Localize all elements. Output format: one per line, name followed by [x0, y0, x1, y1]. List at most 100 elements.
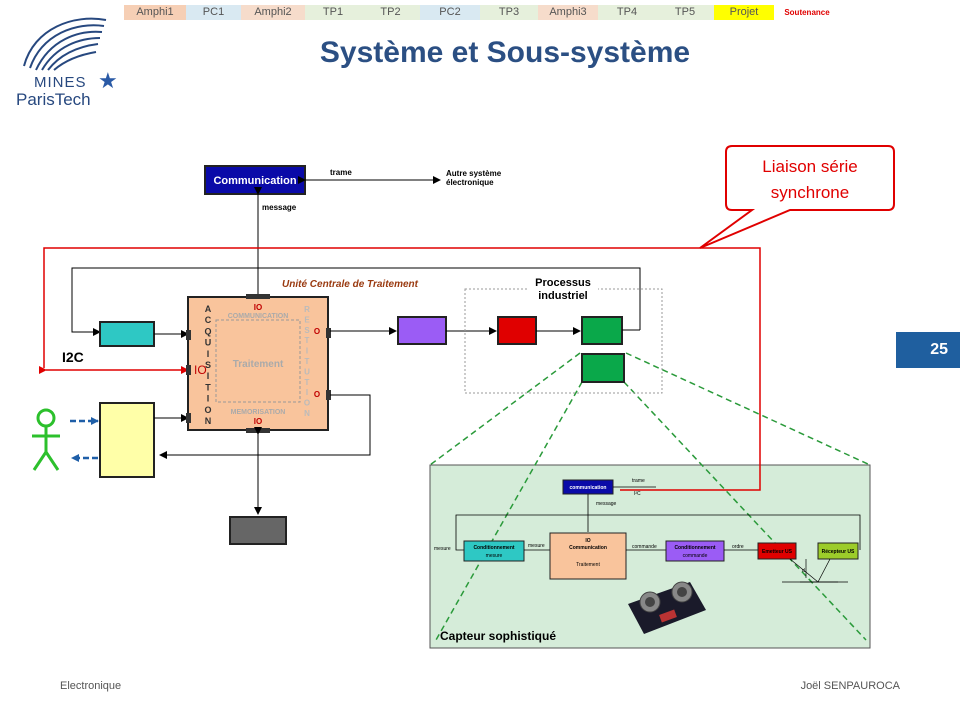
- tab-amphi2[interactable]: Amphi2: [241, 5, 305, 20]
- callout-line-2: synchrone: [771, 183, 849, 202]
- logo-paristech-text: ParisTech: [16, 90, 91, 109]
- uct-io-top: IO: [254, 303, 262, 312]
- autre-systeme-label-2: électronique: [446, 178, 494, 187]
- i2c-label: I2C: [62, 349, 84, 365]
- callout-bubble: [699, 145, 895, 249]
- page-title: Système et Sous-système: [319, 36, 691, 69]
- uct-communication: COMMUNICATION: [228, 313, 289, 320]
- acquisition-letter: I: [207, 371, 210, 381]
- tab-tp3[interactable]: TP3: [480, 5, 538, 20]
- page-number-badge: 25: [896, 332, 960, 368]
- inset-recepteur-block: [817, 542, 859, 560]
- inset-recepteur: Récepteur US: [822, 549, 855, 555]
- communication-label: Communication: [213, 175, 296, 187]
- processus-box: [464, 288, 663, 394]
- footer-right: Joël SENPAUROCA: [800, 680, 900, 692]
- inset-d: d: [802, 568, 805, 574]
- actuator-block: [397, 316, 447, 345]
- tab-projet[interactable]: Projet: [714, 5, 774, 20]
- tab-pc2[interactable]: PC2: [420, 5, 480, 20]
- acquisition-letter: U: [205, 338, 212, 348]
- inset-cond-mesure-block: [463, 540, 525, 562]
- acquisition-letter: I: [207, 349, 210, 359]
- uct-label: Unité Centrale de Traitement: [282, 279, 419, 290]
- logo-mines-text: MINES: [34, 74, 87, 91]
- nav-tabs: Amphi1 PC1 Amphi2 TP1 TP2 PC2 TP3 Amphi3…: [124, 5, 840, 20]
- ultrasonic-sensor-photo: [628, 581, 706, 634]
- tab-tp4[interactable]: TP4: [598, 5, 656, 20]
- hmi-block: [99, 402, 155, 478]
- inset-message: message: [596, 501, 617, 507]
- restitution-letter: T: [305, 357, 310, 366]
- acquisition-letter: O: [204, 405, 211, 415]
- uct-io-left: IO: [194, 363, 207, 377]
- inset-mesure2: mesure: [528, 543, 545, 549]
- restitution-letter: R: [304, 305, 310, 314]
- tab-soutenance[interactable]: Soutenance: [774, 5, 840, 20]
- inset-emetteur: Emetteur US: [762, 549, 793, 555]
- i2c-link-line: [620, 247, 761, 491]
- restitution-letter: E: [304, 315, 310, 324]
- acquisition-letter: T: [205, 382, 211, 392]
- tab-pc1[interactable]: PC1: [186, 5, 241, 20]
- logo-swoosh-icon: [23, 17, 107, 71]
- callout-line-1: Liaison série: [762, 157, 857, 176]
- footer-left: Electronique: [60, 680, 122, 692]
- restitution-letter: U: [304, 367, 310, 376]
- inset-cond-mesure-2: mesure: [486, 553, 503, 559]
- tab-tp2[interactable]: TP2: [361, 5, 420, 20]
- uct-memorisation: MEMORISATION: [231, 409, 286, 416]
- acquisition-letter: C: [205, 315, 212, 325]
- star-icon: ★: [98, 68, 118, 93]
- acquisition-letter: N: [205, 416, 212, 426]
- user-icon: [32, 408, 60, 471]
- trame-label: trame: [330, 168, 352, 177]
- restitution-letter: I: [306, 347, 308, 356]
- processus-label-1: Processus: [535, 277, 591, 289]
- acquisition-sensor-block: [99, 321, 155, 347]
- inset-trame: trame: [632, 478, 645, 484]
- tab-tp1[interactable]: TP1: [305, 5, 361, 20]
- uct-block: [187, 296, 329, 431]
- zoom-lines: [429, 352, 871, 641]
- inset-cond-cmd-block: [665, 540, 725, 562]
- process-red-block: [497, 316, 537, 345]
- uct-io-bottom: IO: [254, 417, 262, 426]
- restitution-letter: I: [306, 388, 308, 397]
- inset-io: IO: [585, 538, 590, 544]
- inset-commande: commande: [632, 544, 657, 550]
- uct-o-bottom: O: [314, 390, 320, 399]
- inset-cond-cmd-2: commande: [683, 553, 708, 559]
- inset-communication2: Communication: [569, 545, 607, 551]
- restitution-letter: T: [305, 336, 310, 345]
- inset-cond-mesure-1: Conditionnement: [473, 545, 514, 551]
- zoomed-sensor: [581, 353, 625, 383]
- inset-cond-cmd-1: Conditionnement: [674, 545, 715, 551]
- message-label: message: [262, 203, 297, 212]
- acquisition-letter: S: [205, 360, 211, 370]
- uct-o-top: O: [314, 327, 320, 336]
- memory-block: [229, 516, 287, 545]
- inset-traitement: Traitement: [576, 562, 600, 568]
- capteur-label: Capteur sophistiqué: [440, 629, 556, 643]
- tab-amphi1[interactable]: Amphi1: [124, 5, 186, 20]
- restitution-letter: O: [304, 399, 310, 408]
- uct-traitement: Traitement: [233, 359, 284, 370]
- process-green-sensor: [581, 316, 623, 345]
- restitution-letter: S: [304, 326, 310, 335]
- restitution-letter: T: [305, 378, 310, 387]
- acquisition-letter: A: [205, 304, 212, 314]
- mines-paristech-logo: MINES ParisTech ★: [4, 8, 132, 109]
- inset-communication-label: communication: [570, 485, 607, 491]
- tab-tp5[interactable]: TP5: [656, 5, 714, 20]
- acquisition-letter: I: [207, 394, 210, 404]
- inset-mesure: mesure: [434, 546, 451, 552]
- tab-amphi3[interactable]: Amphi3: [538, 5, 598, 20]
- acquisition-letter: Q: [204, 326, 211, 336]
- inset-i2c: I²C: [634, 491, 641, 497]
- inset-emetteur-block: [757, 542, 797, 560]
- inset-uct-block: [549, 532, 627, 580]
- autre-systeme-label-1: Autre système: [446, 169, 502, 178]
